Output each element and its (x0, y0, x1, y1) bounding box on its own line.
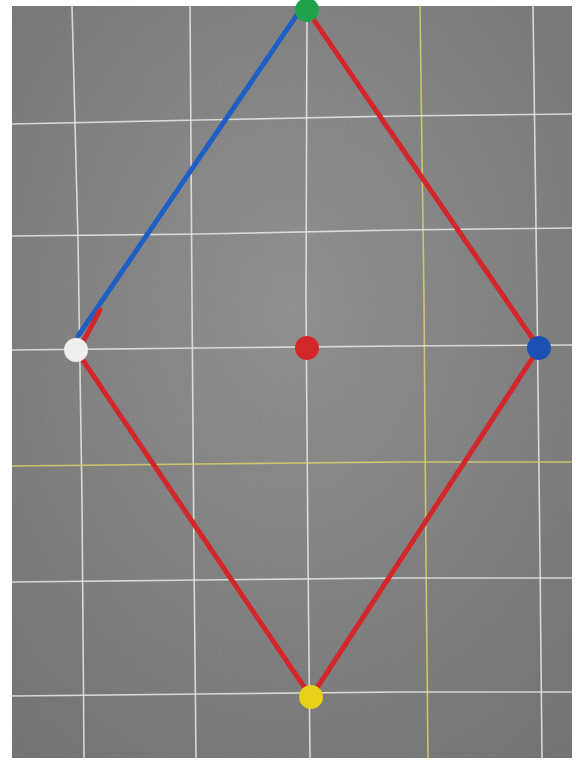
left-white-dot (64, 338, 88, 362)
bottom-yellow-dot (299, 685, 323, 709)
right-blue-dot (527, 336, 551, 360)
center-red-dot (295, 336, 319, 360)
